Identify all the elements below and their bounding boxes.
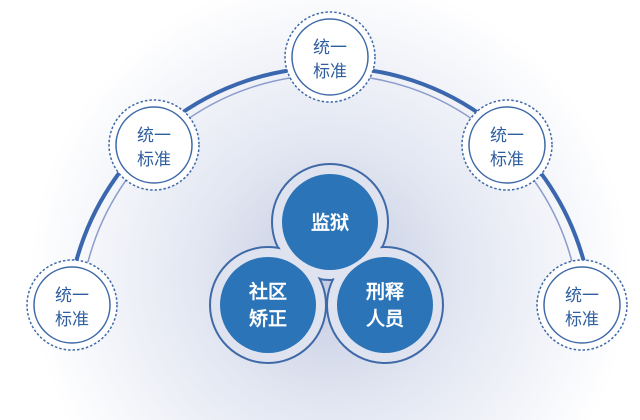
outer-node-label: 标准 xyxy=(490,150,524,170)
outer-node-unified-standard: 统一 标准 xyxy=(284,11,376,103)
outer-node-label: 统一 xyxy=(565,286,599,306)
center-node-label: 人员 xyxy=(366,308,404,330)
center-node-released-persons: 刑释 人员 xyxy=(337,257,433,353)
center-node-prison: 监狱 xyxy=(282,174,378,270)
center-node-community-correction: 社区 矫正 xyxy=(220,257,316,353)
center-node-label: 刑释 xyxy=(366,281,405,303)
outer-node-label: 标准 xyxy=(565,310,599,330)
outer-node-label: 标准 xyxy=(313,62,347,82)
outer-node-label: 统一 xyxy=(55,286,89,306)
center-node-label: 监狱 xyxy=(311,211,349,234)
outer-node-label: 标准 xyxy=(55,310,89,330)
outer-node-unified-standard: 统一 标准 xyxy=(461,99,553,191)
center-node-label: 矫正 xyxy=(249,307,287,330)
outer-node-label: 统一 xyxy=(490,126,524,146)
outer-node-unified-standard: 统一 标准 xyxy=(108,99,200,191)
outer-node-label: 统一 xyxy=(313,38,347,58)
outer-node-label: 统一 xyxy=(137,126,171,146)
outer-node-unified-standard: 统一 标准 xyxy=(26,259,118,351)
center-node-label: 社区 xyxy=(248,280,287,303)
outer-node-unified-standard: 统一 标准 xyxy=(536,259,628,351)
outer-node-label: 标准 xyxy=(137,150,171,170)
